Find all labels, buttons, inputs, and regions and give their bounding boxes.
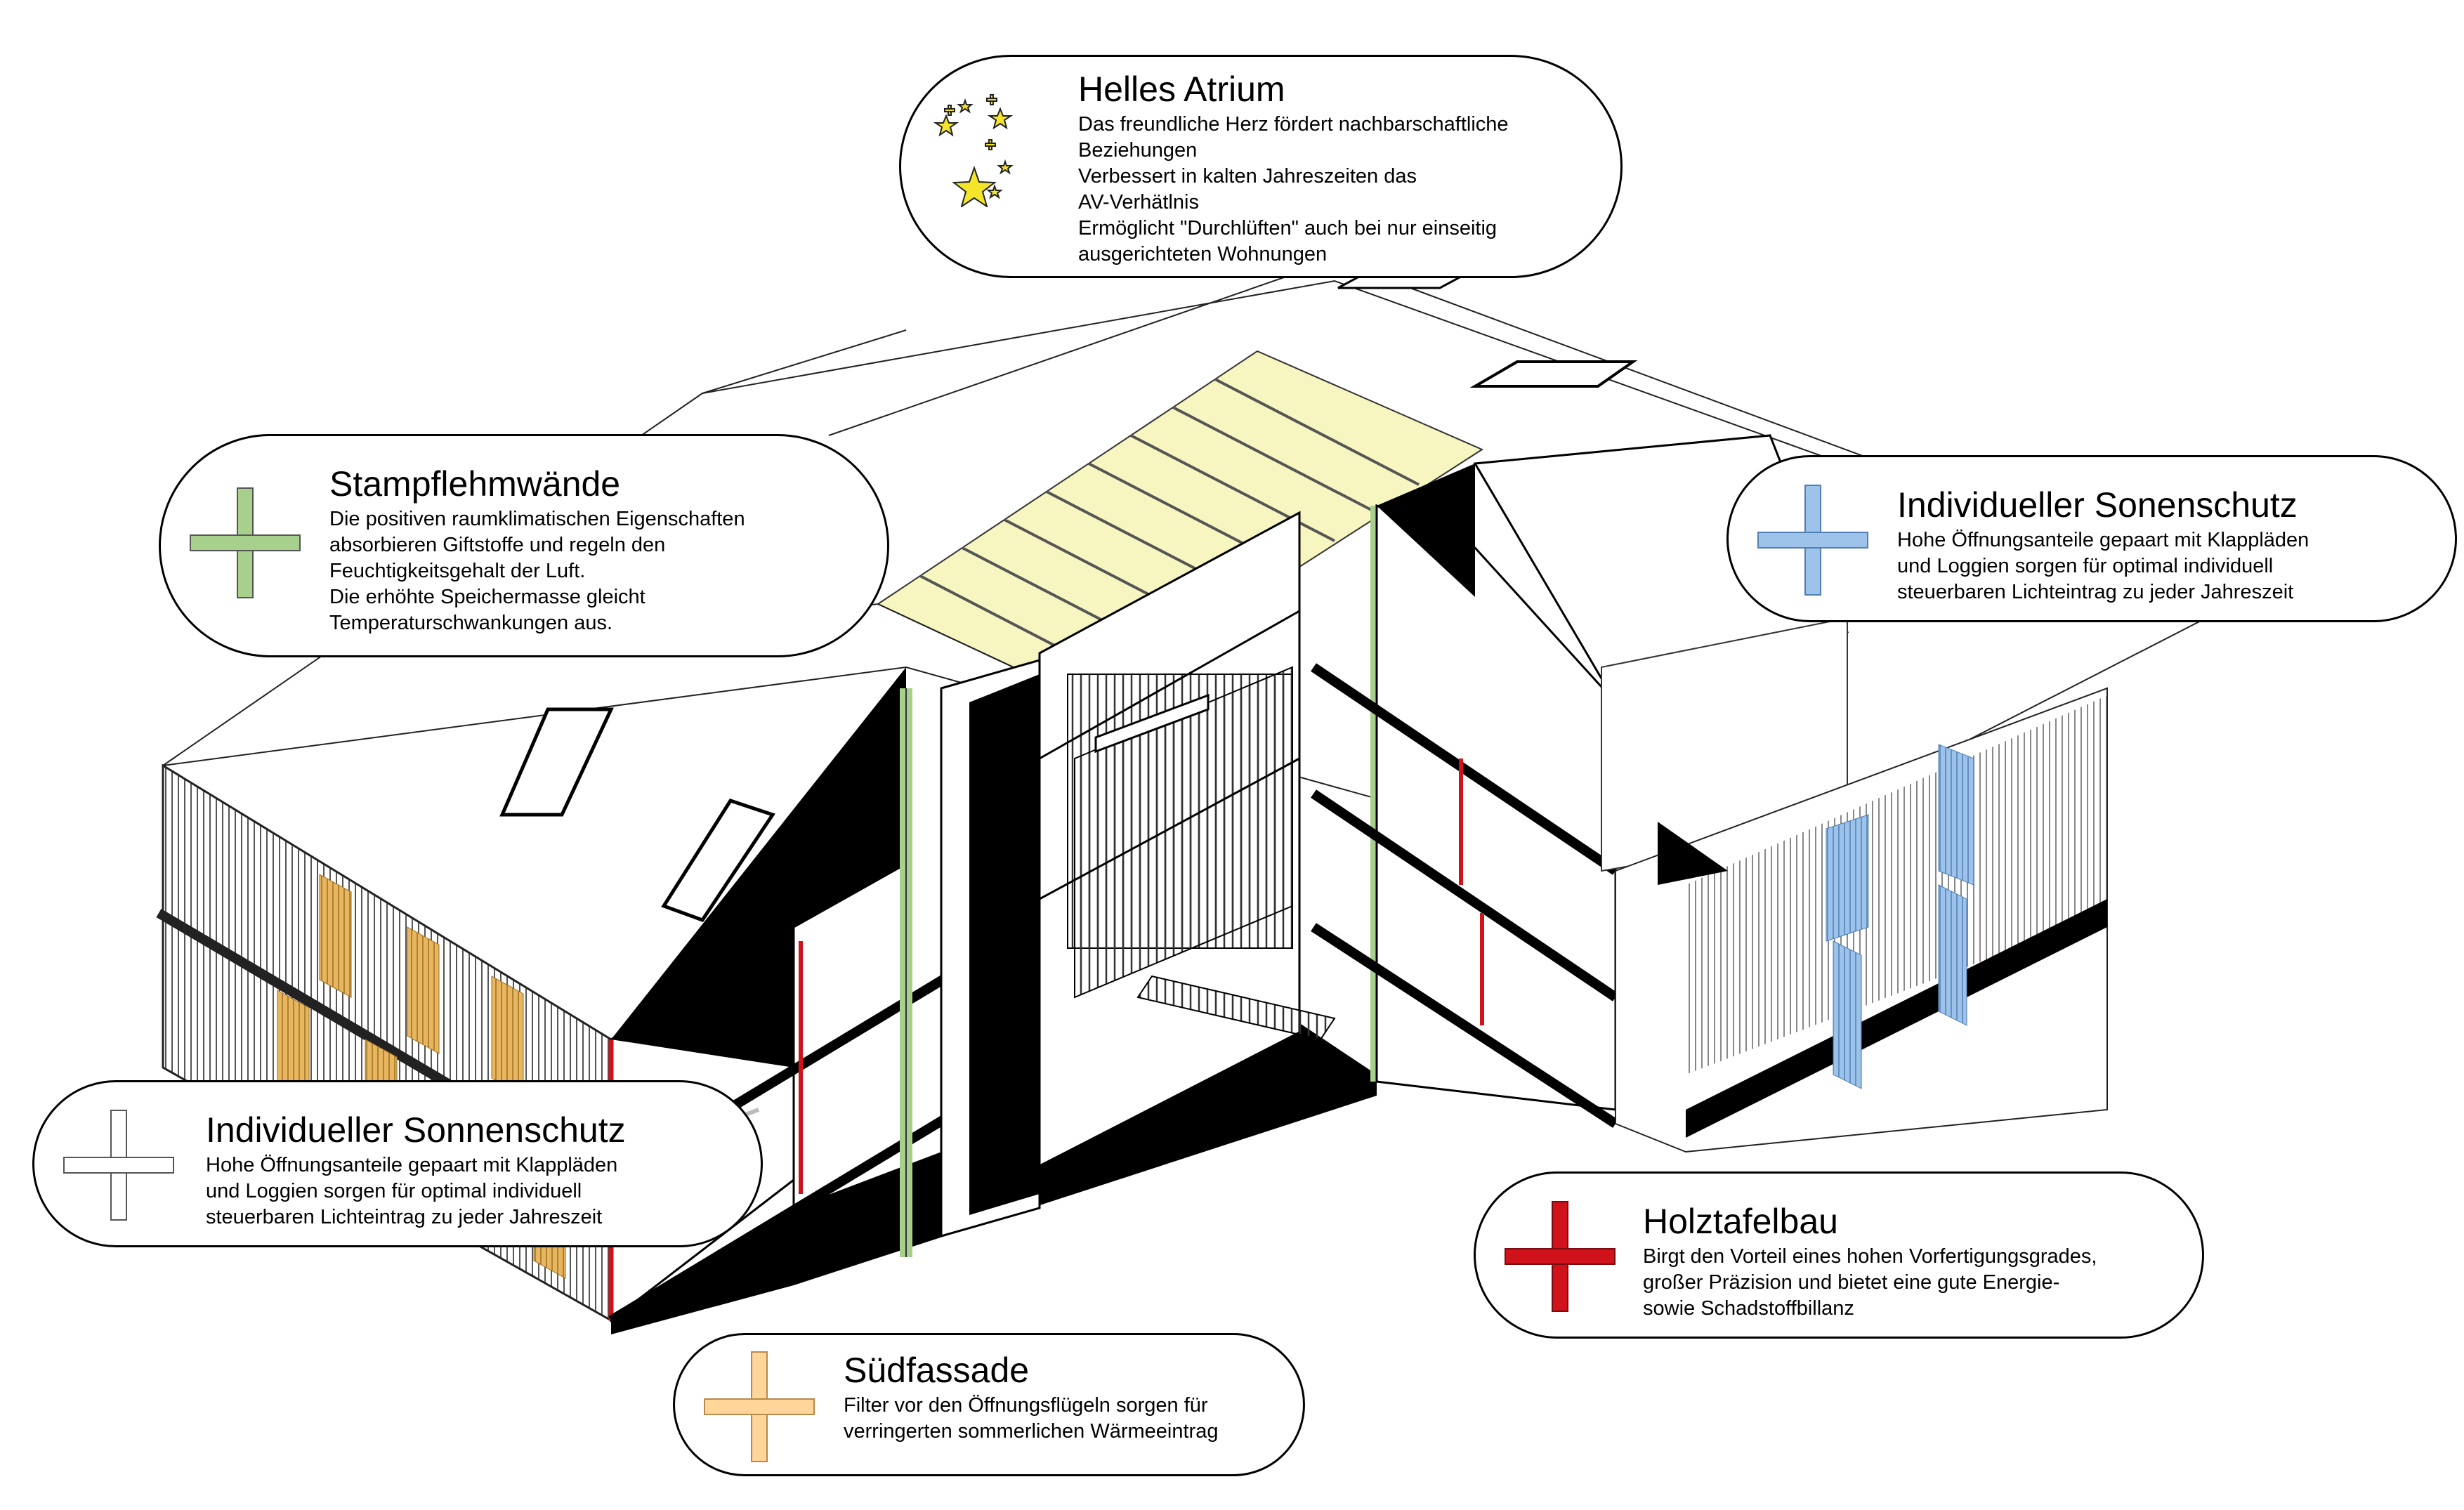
callout-title: Individueller Sonnenschutz	[206, 1110, 626, 1150]
cross-icon	[63, 1110, 174, 1221]
stars-icon	[933, 94, 1014, 207]
callout-title: Holztafelbau	[1643, 1202, 1838, 1241]
callout-suedfassade: Südfassade Filter vor den Öffnungsflügel…	[673, 1333, 1305, 1476]
callout-line: Hohe Öffnungsanteile gepaart mit Klapplä…	[206, 1154, 618, 1176]
callout-line: Ermöglicht "Durchlüften" auch bei nur ei…	[1078, 217, 1498, 239]
callout-body: Filter vor den Öffnungsflügeln sorgen fü…	[844, 1393, 1218, 1445]
callout-body: Das freundliche Herz fördert nachbarscha…	[1078, 112, 1509, 268]
callout-line: und Loggien sorgen für optimal individue…	[206, 1180, 582, 1202]
callout-line: sowie Schadstoffbillanz	[1643, 1297, 1854, 1320]
callout-sonnenschutz-left: Individueller Sonnenschutz Hohe Öffnungs…	[32, 1080, 763, 1247]
callout-title: Helles Atrium	[1078, 70, 1285, 109]
callout-helles-atrium: Helles Atrium Das freundliche Herz förde…	[899, 55, 1623, 278]
callout-line: Hohe Öffnungsanteile gepaart mit Klapplä…	[1897, 529, 2309, 551]
callout-line: Das freundliche Herz fördert nachbarscha…	[1078, 113, 1509, 136]
callout-line: AV-Verhätlnis	[1078, 191, 1199, 214]
callout-line: Feuchtigkeitsgehalt der Luft.	[329, 560, 586, 582]
callout-line: großer Präzision und bietet eine gute En…	[1643, 1271, 2060, 1294]
cross-icon	[190, 487, 301, 598]
callout-title: Stampflehmwände	[329, 464, 621, 504]
callout-line: absorbieren Giftstoffe und regeln den	[329, 534, 666, 556]
callout-line: und Loggien sorgen für optimal individue…	[1897, 555, 2274, 577]
cross-icon	[1505, 1201, 1616, 1312]
callout-line: Temperaturschwankungen aus.	[329, 612, 613, 634]
callout-line: verringerten sommerlichen Wärmeeintrag	[844, 1420, 1219, 1443]
central-section	[608, 506, 1383, 1334]
cross-icon	[1757, 485, 1868, 596]
callout-line: Beziehungen	[1078, 139, 1198, 162]
callout-line: steuerbaren Lichteintrag zu jeder Jahres…	[206, 1206, 603, 1228]
callout-line: ausgerichteten Wohnungen	[1078, 243, 1328, 265]
callout-line: Birgt den Vorteil eines hohen Vorfertigu…	[1643, 1245, 2097, 1268]
callout-sonnenschutz-right: Individueller Sonenschutz Hohe Öffnungsa…	[1726, 455, 2457, 622]
callout-holztafelbau: Holztafelbau Birgt den Vorteil eines hoh…	[1474, 1171, 2204, 1339]
callout-line: Verbessert in kalten Jahreszeiten das	[1078, 165, 1417, 188]
right-wing	[1311, 434, 2108, 1153]
callout-title: Südfassade	[844, 1351, 1030, 1390]
callout-body: Birgt den Vorteil eines hohen Vorfertigu…	[1643, 1244, 2097, 1322]
callout-line: steuerbaren Lichteintrag zu jeder Jahres…	[1897, 581, 2294, 603]
callout-line: Die positiven raumklimatischen Eigenscha…	[329, 508, 745, 530]
callout-stampflehmwaende: Stampflehmwände Die positiven raumklimat…	[159, 434, 889, 657]
callout-line: Filter vor den Öffnungsflügeln sorgen fü…	[844, 1394, 1208, 1417]
shutter-panels	[1826, 744, 1974, 1089]
cross-icon	[704, 1351, 815, 1462]
callout-body: Hohe Öffnungsanteile gepaart mit Klapplä…	[206, 1153, 617, 1230]
callout-title: Individueller Sonenschutz	[1897, 485, 2298, 525]
callout-body: Die positiven raumklimatischen Eigenscha…	[329, 506, 745, 636]
callout-body: Hohe Öffnungsanteile gepaart mit Klapplä…	[1897, 527, 2309, 605]
callout-line: Die erhöhte Speichermasse gleicht	[329, 586, 646, 608]
